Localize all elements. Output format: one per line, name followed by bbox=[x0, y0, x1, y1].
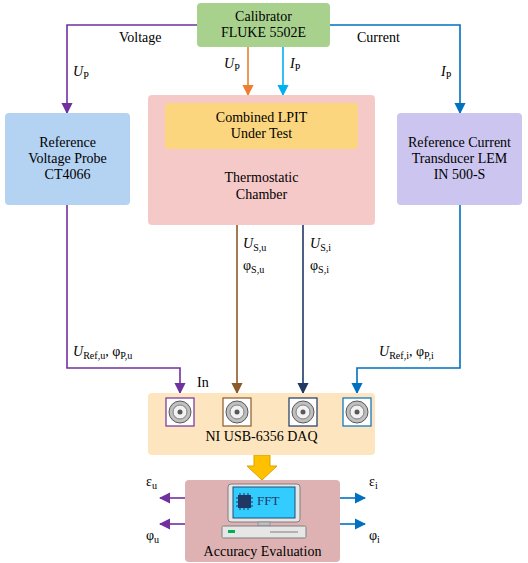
signal-line bbox=[302, 225, 304, 393]
chamber-box: Thermostatic Chamber Combined LPIT Under … bbox=[148, 95, 375, 225]
signal-symbol: φS,u bbox=[242, 258, 265, 276]
signal-line bbox=[282, 47, 284, 95]
edge-label: Current bbox=[356, 30, 401, 46]
signal-symbol: εi bbox=[368, 474, 379, 492]
signal-symbol: URef,u, φP,u bbox=[72, 344, 133, 362]
node-text: Accuracy Evaluation bbox=[204, 544, 322, 560]
evaluation-box: Accuracy Evaluation bbox=[185, 480, 340, 562]
signal-symbol: UP bbox=[223, 56, 241, 74]
signal-line bbox=[67, 205, 180, 393]
text-label: In bbox=[196, 375, 210, 391]
node-text: Combined LPIT Under Test bbox=[207, 110, 317, 142]
output-arrow bbox=[340, 523, 365, 525]
device-box: Combined LPIT Under Test bbox=[165, 103, 358, 149]
signal-symbol: φS,i bbox=[309, 258, 330, 276]
signal-symbol: US,u bbox=[242, 236, 267, 254]
node-text: Thermostatic Chamber bbox=[212, 170, 312, 202]
signal-symbol: IP bbox=[440, 64, 452, 82]
source-box: Calibrator FLUKE 5502E bbox=[197, 3, 330, 47]
bnc-connector bbox=[343, 398, 371, 426]
signal-symbol: US,i bbox=[309, 236, 332, 254]
edge-label: Voltage bbox=[118, 30, 163, 46]
daq-box: NI USB-6356 DAQ bbox=[148, 393, 375, 455]
text-label: FFT bbox=[256, 494, 280, 509]
signal-symbol: εu bbox=[145, 474, 158, 492]
node-text: Calibrator FLUKE 5502E bbox=[216, 9, 311, 41]
signal-symbol: φu bbox=[145, 528, 160, 546]
node-text: Reference Current Transducer LEM IN 500-… bbox=[407, 135, 512, 183]
output-arrow bbox=[340, 497, 365, 499]
node-text: NI USB-6356 DAQ bbox=[206, 429, 318, 445]
signal-symbol: φi bbox=[368, 528, 381, 546]
output-arrow bbox=[160, 523, 185, 525]
computer-icon bbox=[222, 484, 306, 538]
bnc-connector bbox=[223, 398, 251, 426]
signal-symbol: URef,i, φP,i bbox=[378, 344, 435, 362]
signal-symbol: UP bbox=[72, 64, 90, 82]
signal-line bbox=[236, 225, 238, 393]
signal-symbol: IP bbox=[289, 56, 301, 74]
signal-line bbox=[247, 47, 249, 95]
transducer-box: Reference Current Transducer LEM IN 500-… bbox=[397, 113, 522, 205]
signal-line bbox=[357, 205, 460, 393]
bnc-connector bbox=[289, 398, 317, 426]
data-flow-arrow bbox=[247, 455, 277, 480]
output-arrow bbox=[160, 497, 185, 499]
node-text: Reference Voltage Probe CT4066 bbox=[20, 135, 115, 183]
probe-box: Reference Voltage Probe CT4066 bbox=[5, 113, 130, 205]
bnc-connector bbox=[166, 398, 194, 426]
